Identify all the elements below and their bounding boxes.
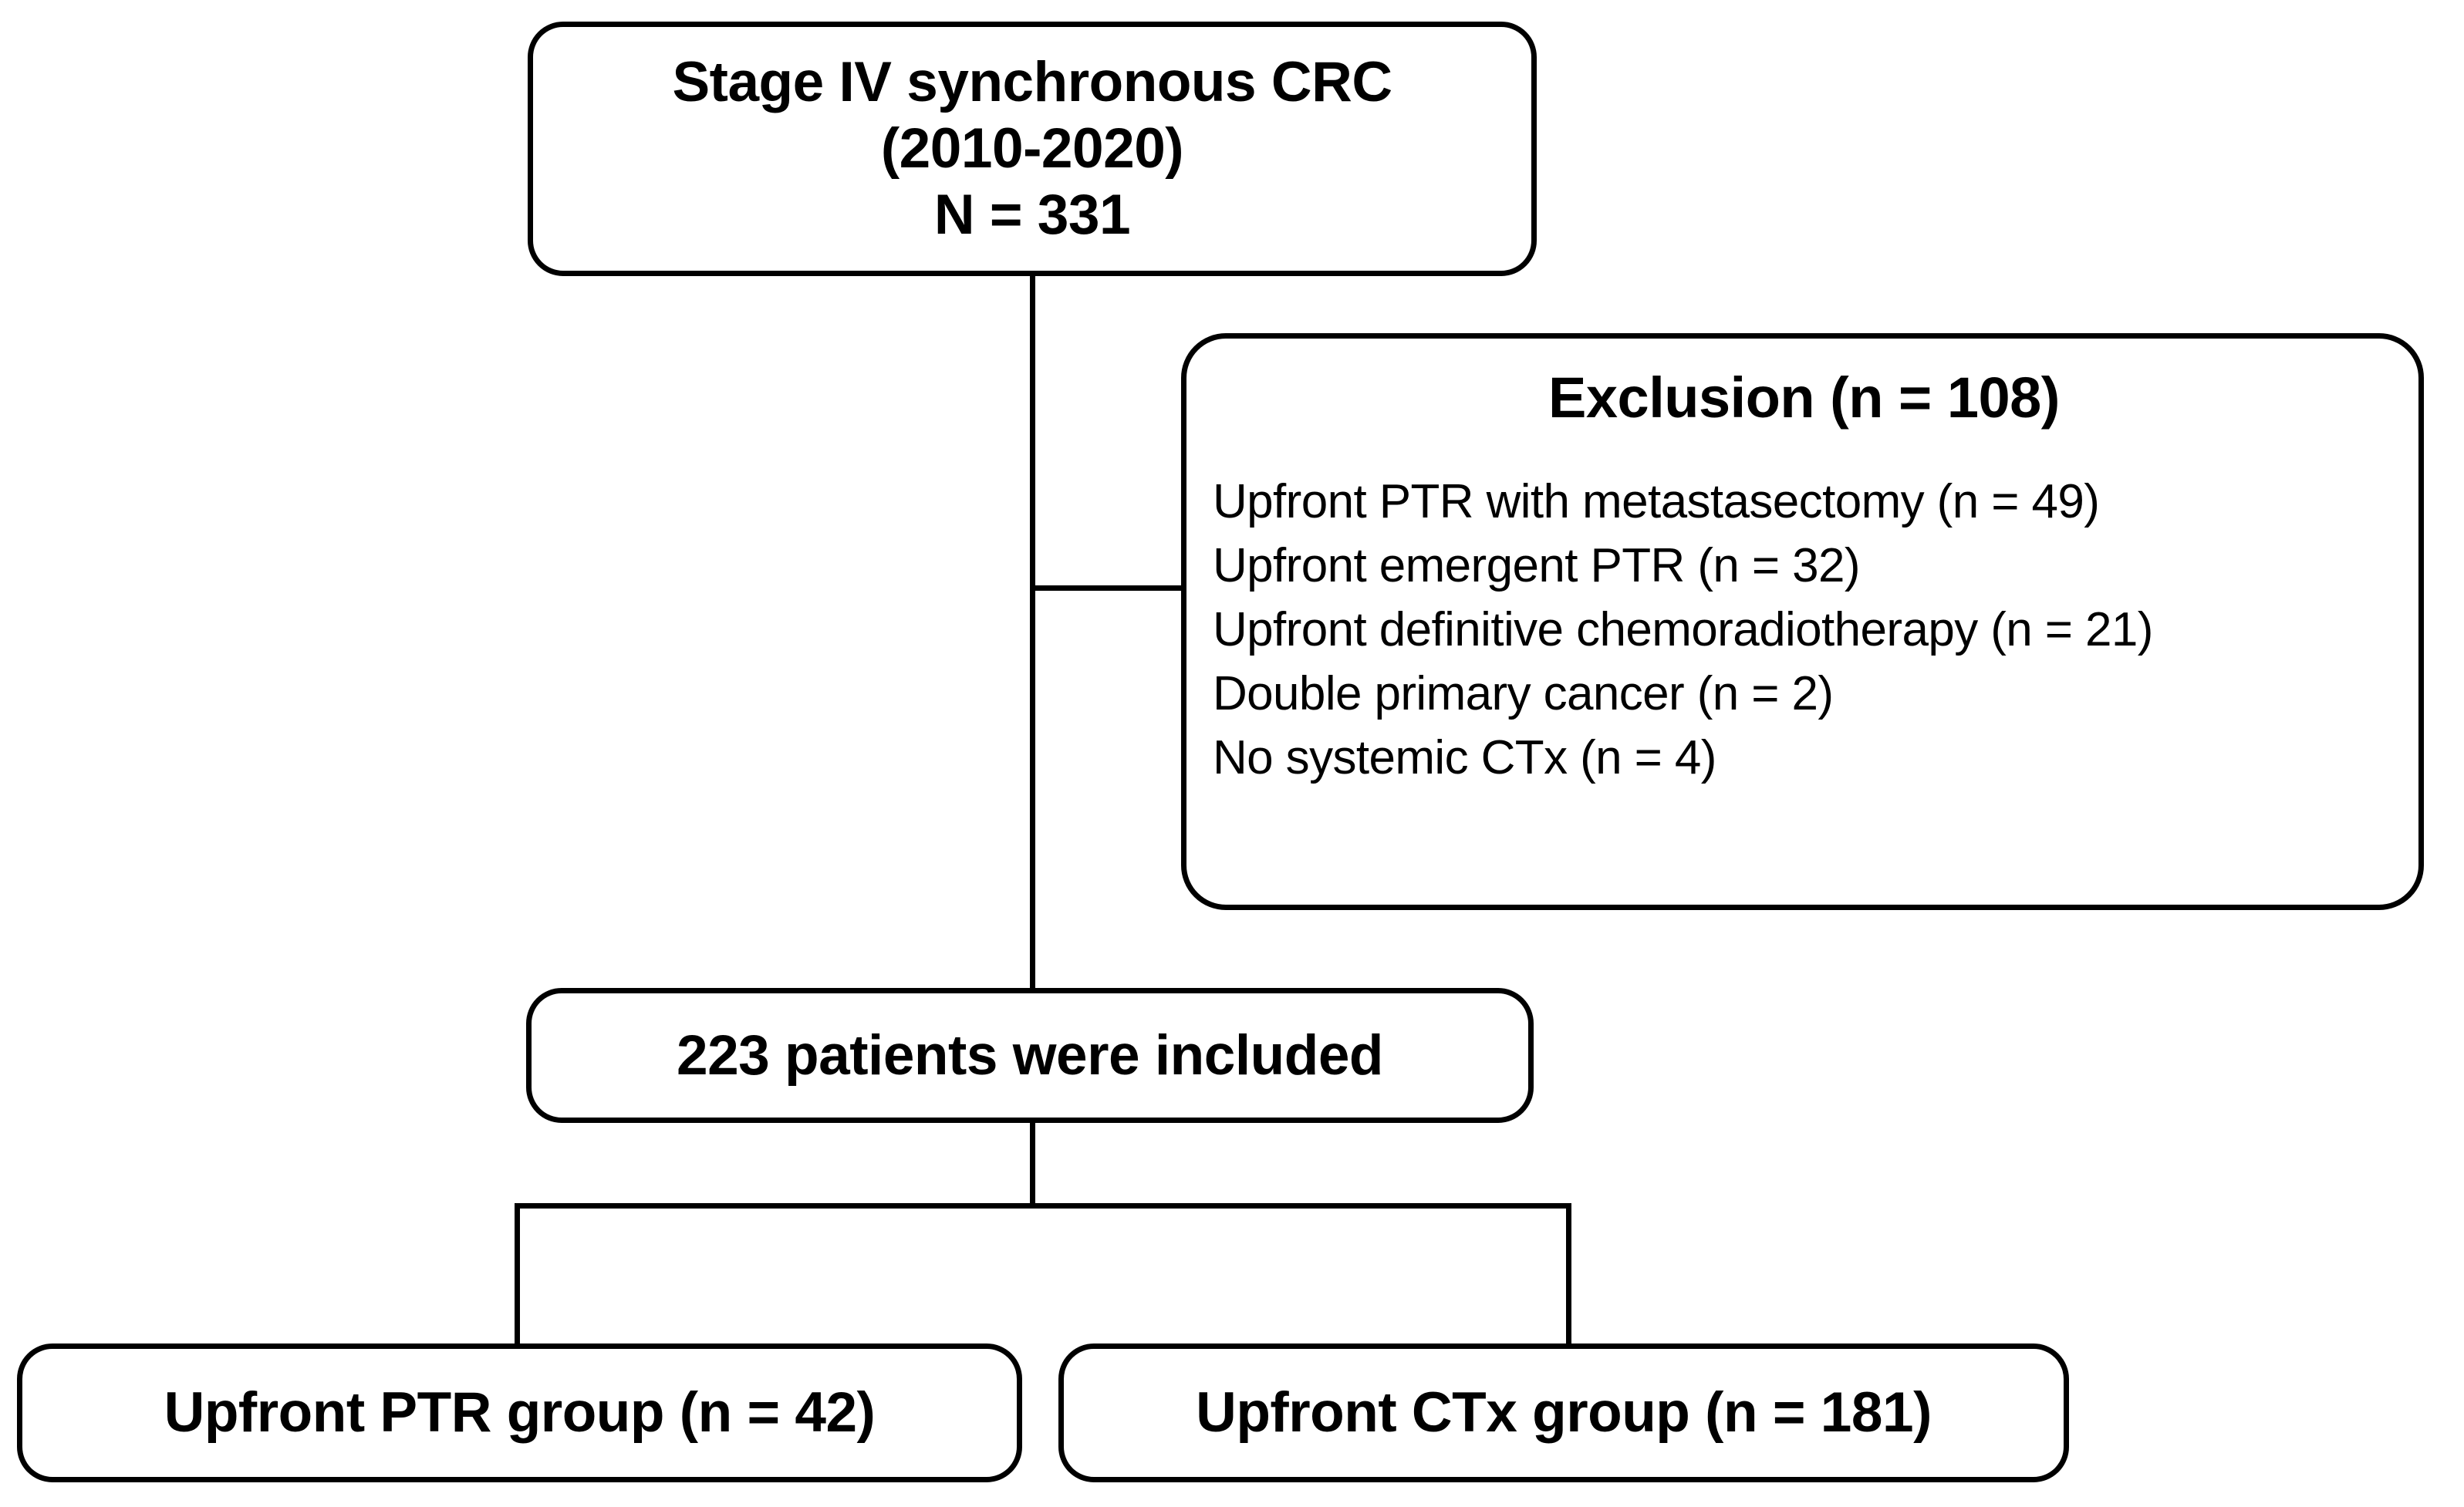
node-study-population-line-3: N = 331 (933, 184, 1131, 246)
exclusion-reason-item: Double primary cancer (n = 2) (1213, 667, 1834, 720)
node-study-population: Stage IV synchronous CRC (2010-2020) N =… (528, 22, 1537, 276)
node-study-population-line-1: Stage IV synchronous CRC (672, 51, 1392, 113)
node-exclusion: Exclusion (n = 108) Upfront PTR with met… (1181, 333, 2424, 910)
included-patients-label: 223 patients were included (676, 1023, 1384, 1087)
node-upfront-ptr-group: Upfront PTR group (n = 42) (17, 1343, 1022, 1482)
connector-exclusion-branch (1030, 585, 1184, 591)
node-included-patients: 223 patients were included (526, 988, 1534, 1123)
upfront-ctx-group-label: Upfront CTx group (n = 181) (1196, 1381, 1932, 1444)
connector-drop-left (515, 1203, 520, 1347)
exclusion-reason-list: Upfront PTR with metastasectomy (n = 49)… (1213, 470, 2395, 790)
exclusion-reason-item: Upfront emergent PTR (n = 32) (1213, 539, 1861, 592)
exclusion-title: Exclusion (n = 108) (1548, 366, 2060, 430)
node-upfront-ctx-group: Upfront CTx group (n = 181) (1058, 1343, 2069, 1482)
connector-included-trunk (1030, 1121, 1035, 1209)
exclusion-reason-item: No systemic CTx (n = 4) (1213, 731, 1716, 784)
exclusion-reason-item: Upfront definitive chemoradiotherapy (n … (1213, 603, 2153, 656)
node-study-population-line-2: (2010-2020) (880, 117, 1184, 180)
connector-split-bar (515, 1203, 1571, 1209)
exclusion-reason-item: Upfront PTR with metastasectomy (n = 49) (1213, 475, 2100, 528)
connector-top-trunk (1030, 274, 1035, 991)
connector-drop-right (1566, 1203, 1571, 1347)
upfront-ptr-group-label: Upfront PTR group (n = 42) (164, 1381, 876, 1444)
